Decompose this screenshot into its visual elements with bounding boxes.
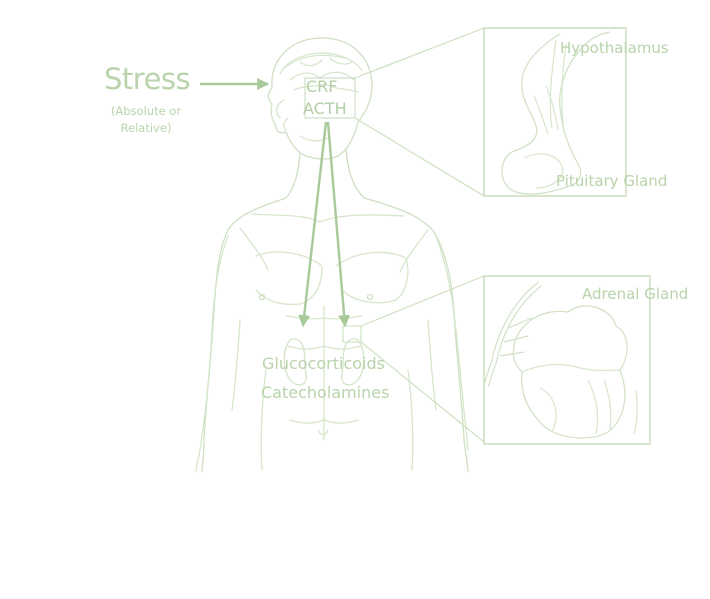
acth-label: ACTH <box>303 99 347 118</box>
pituitary-callout-anchor <box>304 77 356 119</box>
pituitary-inset <box>483 27 627 197</box>
adrenal-gland-label: Adrenal Gland <box>582 285 689 303</box>
stress-label: Stress <box>104 62 191 96</box>
crf-label: CRF <box>306 77 338 96</box>
glucocorticoids-label: Glucocorticoids <box>262 354 385 373</box>
acth-arrow-left <box>298 121 328 328</box>
kidney-left <box>283 338 307 386</box>
human-figure <box>195 37 469 473</box>
stress-qualifier-label: (Absolute or Relative) <box>110 104 182 135</box>
hypothalamus-label: Hypothalamus <box>560 39 669 57</box>
kidney-right <box>341 338 365 386</box>
neck <box>285 149 365 199</box>
adrenal-inset <box>483 275 651 445</box>
pituitary-gland-label: Pituitary Gland <box>556 172 668 190</box>
acth-arrow-right <box>326 121 351 328</box>
callout-lines <box>304 27 485 443</box>
catecholamines-label: Catecholamines <box>261 383 390 402</box>
torso <box>201 197 469 473</box>
